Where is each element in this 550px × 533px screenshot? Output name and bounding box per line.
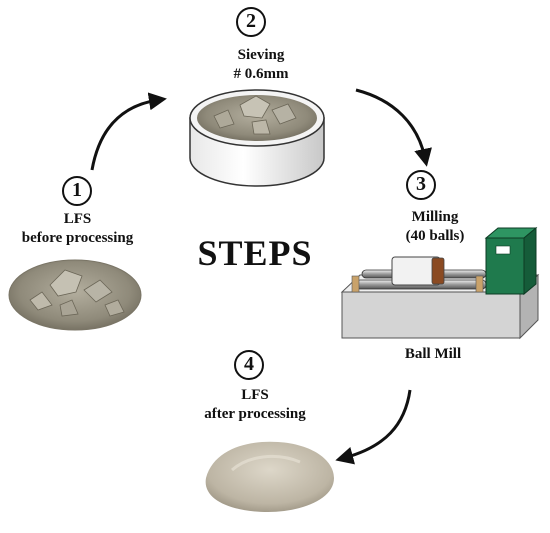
step-3-number: 3 — [406, 170, 436, 200]
step-4-number: 4 — [234, 350, 264, 380]
arrow-2-to-3 — [355, 88, 432, 167]
step-2-label: Sieving # 0.6mm — [196, 46, 326, 84]
step-1-number: 1 — [62, 176, 92, 206]
diagram-title: STEPS — [197, 233, 313, 273]
step-1-label: LFS before processing — [0, 210, 155, 248]
step-2-label-line-2: # 0.6mm — [233, 66, 289, 82]
step-2-label-line-1: Sieving — [237, 47, 285, 63]
step-1-label-line-1: LFS — [63, 211, 92, 227]
step-3-label-line-1: Milling — [411, 209, 459, 225]
lfs-after-powder — [205, 441, 334, 512]
sieve — [189, 89, 325, 187]
ball-mill — [340, 226, 540, 340]
arrow-3-to-4 — [335, 389, 412, 465]
step-2-number: 2 — [236, 7, 266, 37]
step-3-label-line-2: (40 balls) — [405, 228, 465, 244]
ball-mill-label: Ball Mill — [404, 346, 462, 362]
step-1-label-line-2: before processing — [21, 230, 134, 246]
step-4-label-line-2: after processing — [204, 406, 306, 422]
step-3-label: Milling (40 balls) — [380, 208, 490, 246]
lfs-before-pile — [8, 259, 142, 331]
step-4-label: LFS after processing — [180, 386, 330, 424]
arrow-1-to-2 — [90, 92, 167, 171]
step-4-label-line-1: LFS — [241, 387, 269, 403]
